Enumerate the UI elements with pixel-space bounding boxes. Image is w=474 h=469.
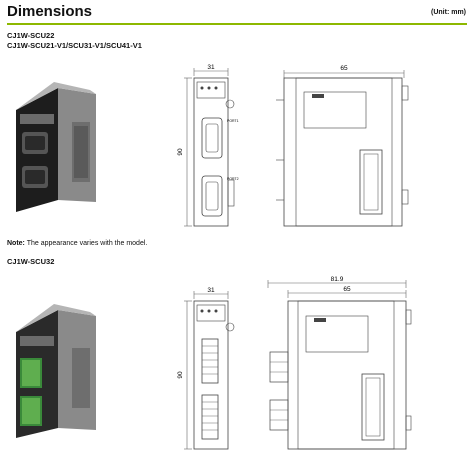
page-header: Dimensions (Unit: mm)	[0, 0, 474, 26]
appearance-note: Note: The appearance varies with the mod…	[7, 240, 147, 247]
note-label: Note:	[7, 240, 25, 247]
dim-height: 90	[177, 148, 184, 156]
unit-note: (Unit: mm)	[431, 9, 466, 16]
side-view-scu32: 81.9 65	[267, 276, 412, 450]
front-view-scu32: 31 90	[177, 287, 235, 450]
side-view-scu22: 65	[276, 65, 409, 227]
page-title: Dimensions	[7, 3, 93, 20]
product-photo-scu22	[16, 82, 96, 212]
section1-model-line2: CJ1W-SCU21-V1/SCU31-V1/SCU41-V1	[7, 41, 142, 50]
dim-height-2: 90	[177, 371, 184, 379]
dim-side-depth-2: 65	[343, 286, 351, 293]
header-divider	[7, 23, 467, 25]
note-text: The appearance varies with the model.	[26, 240, 148, 247]
port1-label: PORT1	[227, 119, 239, 123]
dim-side-depth-total: 81.9	[331, 276, 344, 283]
port2-label: PORT2	[227, 177, 239, 181]
product-photo-scu32	[16, 304, 96, 438]
dim-front-width-2: 31	[207, 287, 215, 294]
section2-model-line1: CJ1W-SCU32	[7, 257, 55, 266]
dim-side-depth: 65	[340, 65, 348, 72]
dim-front-width: 31	[207, 64, 215, 71]
front-view-scu22: 31 90 PORT1 PORT2	[177, 64, 239, 227]
section1-model-line1: CJ1W-SCU22	[7, 31, 55, 40]
